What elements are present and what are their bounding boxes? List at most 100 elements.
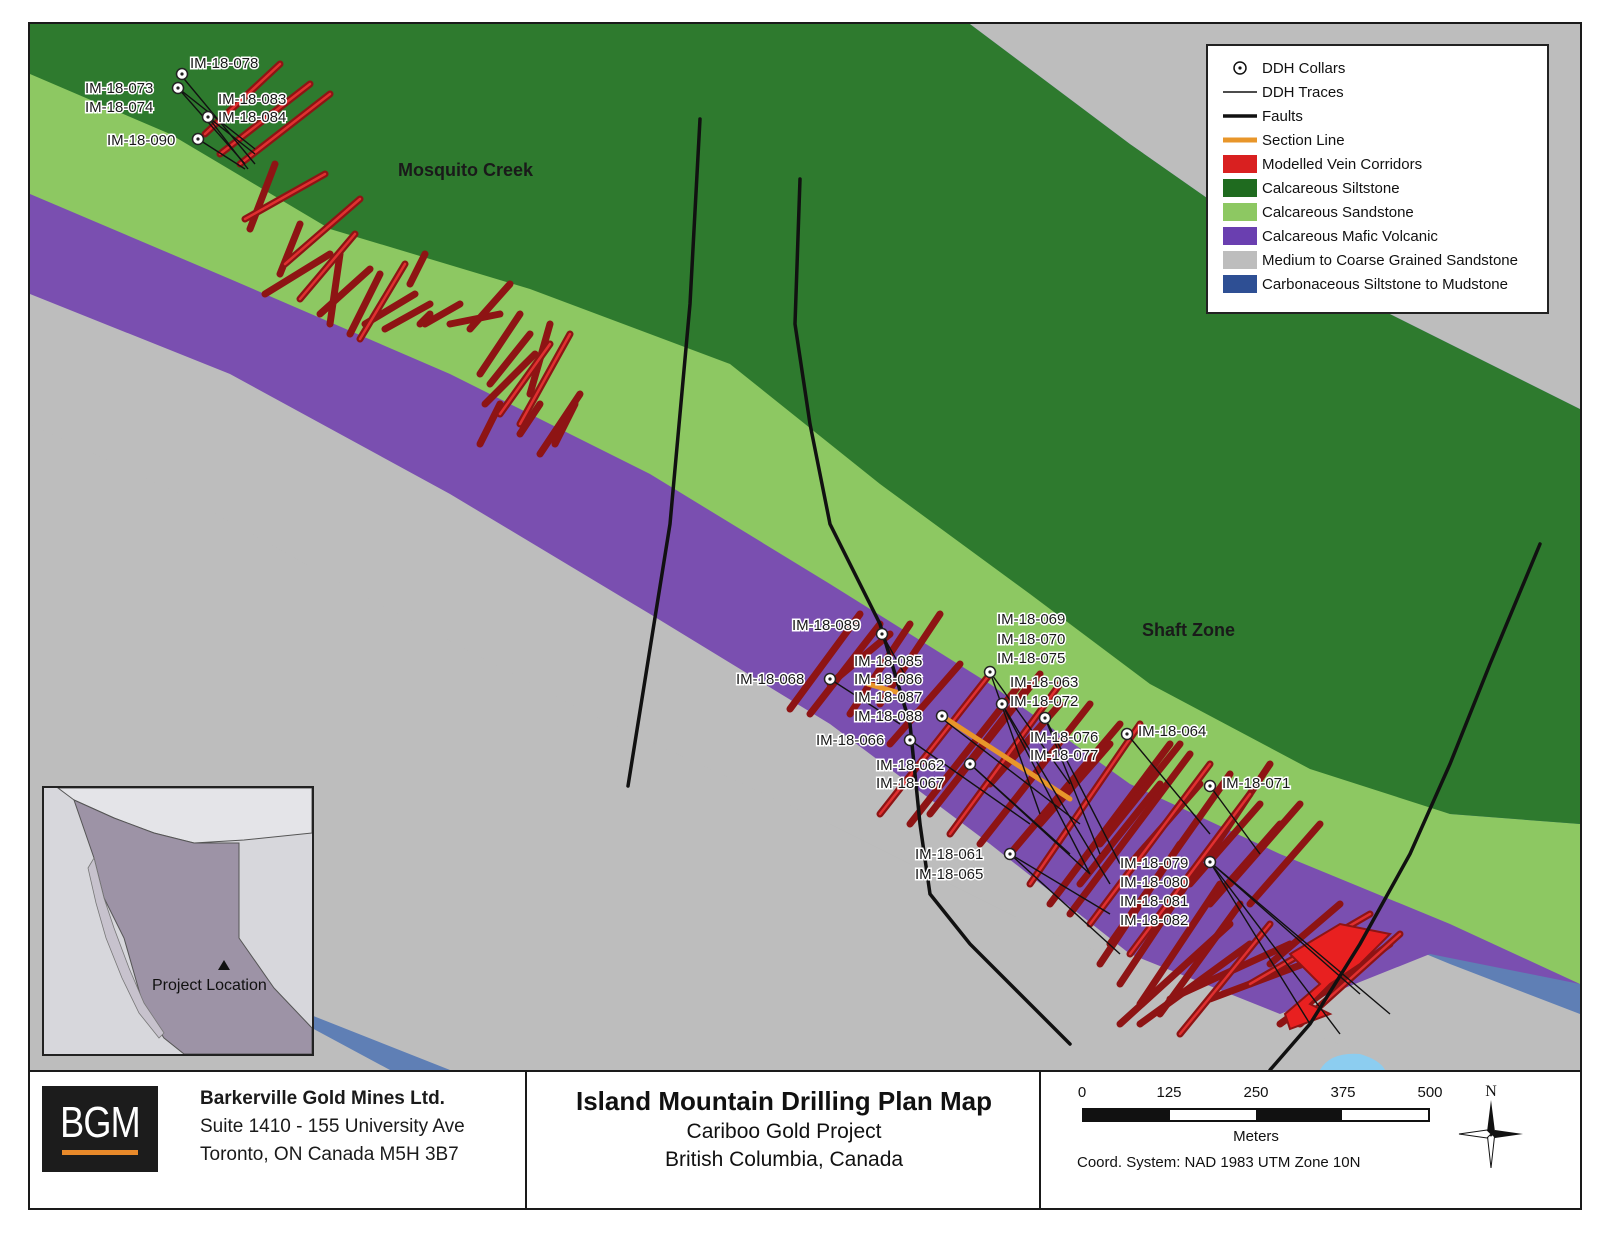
collar-label[interactable]: IM-18-071: [1221, 774, 1292, 794]
north-arrow-icon: N: [1458, 1083, 1523, 1169]
legend-item: Carbonaceous Siltstone to Mudstone: [1220, 272, 1535, 296]
company-name: Barkerville Gold Mines Ltd.: [200, 1088, 445, 1109]
collar-label[interactable]: IM-18-066: [815, 731, 886, 751]
legend-label: Calcareous Mafic Volcanic: [1262, 227, 1438, 245]
legend-label: Carbonaceous Siltstone to Mudstone: [1262, 275, 1508, 293]
collar-label[interactable]: IM-18-079: [1119, 854, 1190, 874]
company-block: BGM Barkerville Gold Mines Ltd. Suite 14…: [30, 1072, 527, 1208]
collar-label[interactable]: IM-18-067: [875, 774, 946, 794]
legend-item: Modelled Vein Corridors: [1220, 152, 1535, 176]
area-label-mosquito-creek: Mosquito Creek: [398, 160, 534, 180]
collar-label[interactable]: IM-18-089: [791, 616, 862, 636]
vein-corridors-nw: [201, 60, 584, 458]
thin-line-icon: [1220, 82, 1260, 102]
collar-label[interactable]: IM-18-069: [996, 610, 1067, 630]
scale-units: Meters: [1233, 1128, 1279, 1145]
collar-label[interactable]: IM-18-087: [853, 688, 924, 708]
collar-label[interactable]: IM-18-074: [84, 98, 155, 118]
inset-label: Project Location: [152, 977, 267, 994]
section-line-short: [865, 681, 913, 699]
legend-label: Faults: [1262, 107, 1303, 125]
logo-text: BGM: [60, 1098, 141, 1147]
ddh-collars[interactable]: [171, 67, 1217, 869]
legend-label: DDH Traces: [1262, 83, 1344, 101]
collar-label[interactable]: IM-18-073: [84, 79, 155, 99]
scale-bar: [1082, 1108, 1430, 1122]
map-title: Island Mountain Drilling Plan Map: [575, 1086, 992, 1116]
collar-label[interactable]: IM-18-088: [853, 707, 924, 727]
collar-label[interactable]: IM-18-090: [106, 131, 177, 151]
map-title-block: Island Mountain Drilling Plan Map Caribo…: [527, 1072, 1041, 1208]
collar-label[interactable]: IM-18-070: [996, 630, 1067, 650]
orange-line-icon: [1220, 130, 1260, 150]
inset-coast-islands: [87, 856, 165, 1039]
thick-line-icon: [1220, 106, 1260, 126]
collar-label[interactable]: IM-18-072: [1009, 692, 1080, 712]
scale-block: 0 125 250 375 500 Meters Coord. System: …: [1041, 1072, 1580, 1208]
legend-item: DDH Traces: [1220, 80, 1535, 104]
company-address-line1: Suite 1410 - 155 University Ave: [200, 1116, 465, 1137]
collar-label[interactable]: IM-18-062: [875, 756, 946, 776]
title-block: BGM Barkerville Gold Mines Ltd. Suite 14…: [30, 1070, 1580, 1208]
scale-tick-label: 500: [1417, 1084, 1443, 1101]
unit-calcareous-siltstone: [30, 24, 1580, 824]
faults: [626, 117, 1542, 1070]
collar-label[interactable]: IM-18-063: [1009, 673, 1080, 693]
legend-item: Calcareous Sandstone: [1220, 200, 1535, 224]
legend-swatch: [1223, 155, 1257, 173]
map-legend: DDH Collars DDH Traces Faults Section Li…: [1206, 44, 1549, 314]
collar-label[interactable]: IM-18-080: [1119, 873, 1190, 893]
legend-label: Calcareous Sandstone: [1262, 203, 1414, 221]
collar-icon: [1220, 58, 1260, 78]
legend-label: DDH Collars: [1262, 59, 1346, 77]
scale-tick-label: 125: [1156, 1084, 1182, 1101]
project-region: British Columbia, Canada: [664, 1148, 904, 1171]
map-frame: IM-18-078 IM-18-073 IM-18-074 IM-18-083 …: [28, 22, 1582, 1210]
legend-item: Faults: [1220, 104, 1535, 128]
legend-label: Calcareous Siltstone: [1262, 179, 1400, 197]
coordinate-system: Coord. System: NAD 1983 UTM Zone 10N: [1077, 1154, 1361, 1171]
fault-central: [793, 177, 1072, 1046]
project-location-marker[interactable]: [218, 960, 230, 970]
inset-location-map: Project Location: [42, 786, 314, 1056]
scale-tick-label: 250: [1243, 1084, 1269, 1101]
legend-swatch: [1223, 275, 1257, 293]
legend-item: Calcareous Siltstone: [1220, 176, 1535, 200]
legend-swatch: [1223, 203, 1257, 221]
section-line: [939, 713, 1073, 802]
legend-item: Calcareous Mafic Volcanic: [1220, 224, 1535, 248]
company-logo: BGM: [42, 1086, 158, 1172]
legend-swatch: [1223, 179, 1257, 197]
collar-label[interactable]: IM-18-068: [735, 670, 806, 690]
logo-accent-bar: [62, 1150, 138, 1155]
collar-label[interactable]: IM-18-081: [1119, 892, 1190, 912]
collar-label[interactable]: IM-18-076: [1029, 728, 1100, 748]
legend-label: Medium to Coarse Grained Sandstone: [1262, 251, 1518, 269]
collar-label[interactable]: IM-18-061: [914, 845, 985, 865]
collar-label[interactable]: IM-18-083: [217, 90, 288, 110]
legend-item: Section Line: [1220, 128, 1535, 152]
inset-province-bc: [73, 799, 312, 1054]
collar-label[interactable]: IM-18-064: [1137, 722, 1208, 742]
water-body: [1320, 1053, 1385, 1070]
scale-tick-label: 375: [1330, 1084, 1356, 1101]
collar-label[interactable]: IM-18-077: [1029, 746, 1100, 766]
collar-labels: IM-18-078 IM-18-073 IM-18-074 IM-18-083 …: [84, 54, 1292, 931]
legend-swatch: [1223, 251, 1257, 269]
collar-label[interactable]: IM-18-086: [853, 670, 924, 690]
scale-tick-label: 0: [1077, 1084, 1087, 1101]
collar-label[interactable]: IM-18-065: [914, 865, 985, 885]
north-label: N: [1485, 1083, 1497, 1100]
legend-swatch: [1223, 227, 1257, 245]
area-label-shaft-zone: Shaft Zone: [1142, 620, 1235, 640]
legend-label: Modelled Vein Corridors: [1262, 155, 1423, 173]
collar-label[interactable]: IM-18-084: [217, 108, 288, 128]
fault-east: [1268, 542, 1542, 1070]
collar-label[interactable]: IM-18-078: [189, 54, 260, 74]
collar-label[interactable]: IM-18-082: [1119, 911, 1190, 931]
legend-item: DDH Collars: [1220, 56, 1535, 80]
project-name: Cariboo Gold Project: [686, 1120, 882, 1143]
collar-label[interactable]: IM-18-075: [996, 649, 1067, 669]
ddh-traces: [177, 73, 1391, 1035]
collar-label[interactable]: IM-18-085: [853, 652, 924, 672]
